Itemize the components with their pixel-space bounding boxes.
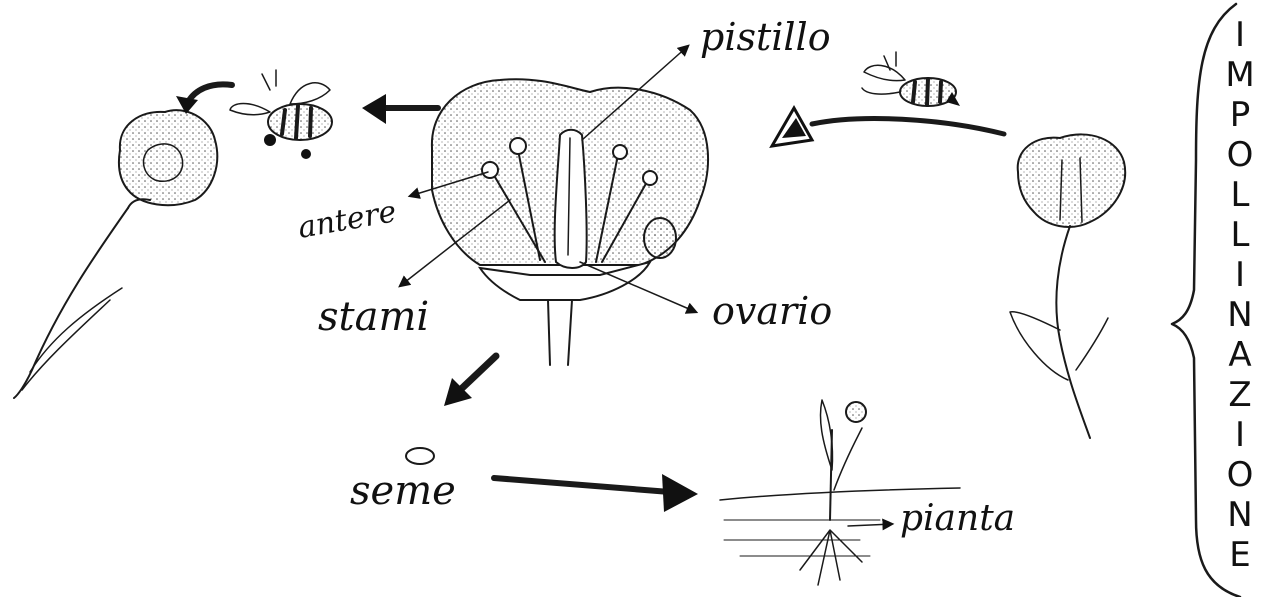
- vertical-title-letter: M: [1225, 55, 1254, 95]
- leader-pianta: [848, 524, 892, 526]
- right-bee: [862, 52, 960, 106]
- seed-shape: [406, 448, 434, 464]
- vertical-title-letter: N: [1227, 295, 1252, 335]
- vertical-title-letter: I: [1235, 255, 1245, 295]
- arrow-right-to-center: [812, 119, 1004, 134]
- seedling: [720, 400, 960, 585]
- vertical-title-letter: A: [1228, 335, 1251, 375]
- arrow-seed-to-plant: [494, 478, 670, 492]
- label-pianta: pianta: [900, 498, 1015, 539]
- vertical-title-letter: I: [1235, 415, 1245, 455]
- vertical-title-letter: E: [1229, 535, 1250, 575]
- label-stami: stami: [318, 294, 429, 340]
- central-flower: [432, 79, 708, 365]
- label-antere: antere: [295, 194, 399, 246]
- right-flower-plant: [1010, 134, 1125, 438]
- arrow-flower-to-seed: [458, 356, 496, 392]
- label-seme: seme: [350, 468, 456, 514]
- vertical-title-letter: O: [1227, 455, 1254, 495]
- vertical-title-letter: O: [1227, 135, 1254, 175]
- vertical-title-letter: N: [1227, 495, 1252, 535]
- arrow-seed-to-plant-head: [662, 474, 698, 512]
- vertical-title-letter: L: [1231, 215, 1250, 255]
- vertical-title-letter: Z: [1228, 375, 1251, 415]
- vertical-title-letter: L: [1231, 175, 1250, 215]
- arrow-center-to-bee-head: [362, 94, 386, 124]
- label-pistillo: pistillo: [700, 15, 831, 59]
- vertical-title-letter: I: [1235, 15, 1245, 55]
- left-bee: [230, 70, 332, 159]
- arrow-bee-to-left-flower: [188, 84, 232, 102]
- vertical-title-letter: P: [1230, 95, 1251, 135]
- left-flower-plant: [14, 110, 217, 398]
- label-ovario: ovario: [712, 289, 832, 333]
